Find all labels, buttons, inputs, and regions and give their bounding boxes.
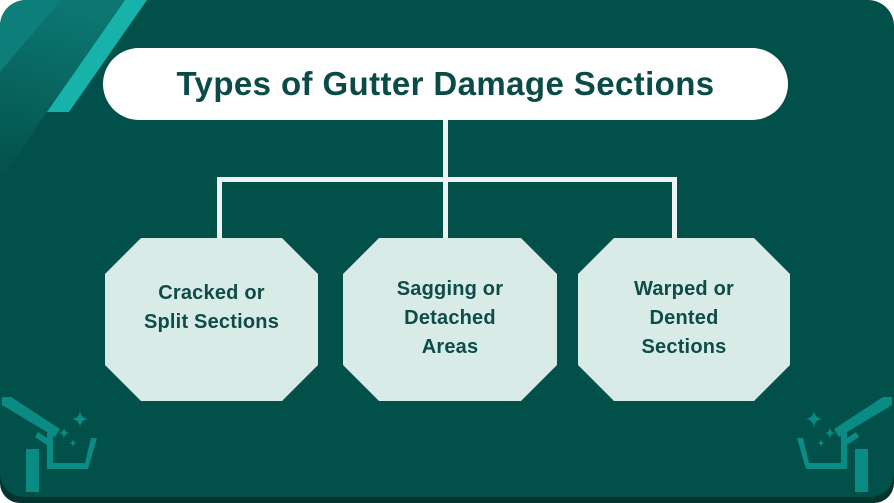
connector-horizontal: [217, 177, 677, 182]
node-label: Warped or Dented Sections: [634, 278, 734, 358]
connector-leg-left: [217, 177, 222, 238]
sparkle-medium: [823, 426, 837, 440]
node-cracked-split: Cracked or Split Sections: [105, 238, 318, 401]
title-pill: Types of Gutter Damage Sections: [103, 48, 788, 120]
node-label: Cracked or Split Sections: [143, 281, 280, 333]
wall-shape: [26, 449, 39, 492]
roof-shape: [2, 397, 60, 437]
sparkle-small: [816, 438, 826, 448]
fascia-shape: [35, 432, 53, 447]
roof-shape: [834, 397, 892, 437]
corner-triangle: [0, 0, 62, 72]
page-title: Types of Gutter Damage Sections: [176, 65, 715, 102]
fascia-shape: [841, 432, 859, 447]
roof-gutter-sparkles-icon: [797, 397, 892, 492]
roof-gutter-sparkles-icon: [2, 397, 97, 492]
sparkle-large: [70, 409, 90, 429]
wall-shape: [855, 449, 868, 492]
gutter-trough-shape: [47, 433, 97, 469]
sparkle-large: [804, 409, 824, 429]
gutter-trough-shape: [797, 433, 847, 469]
connector-leg-right: [672, 177, 677, 238]
sparkle-small: [68, 438, 78, 448]
node-sagging-detached: Sagging or Detached Areas: [343, 238, 557, 401]
sparkle-medium: [57, 426, 71, 440]
node-label: Sagging or Detached Areas: [396, 278, 504, 358]
node-warped-dented: Warped or Dented Sections: [578, 238, 790, 401]
